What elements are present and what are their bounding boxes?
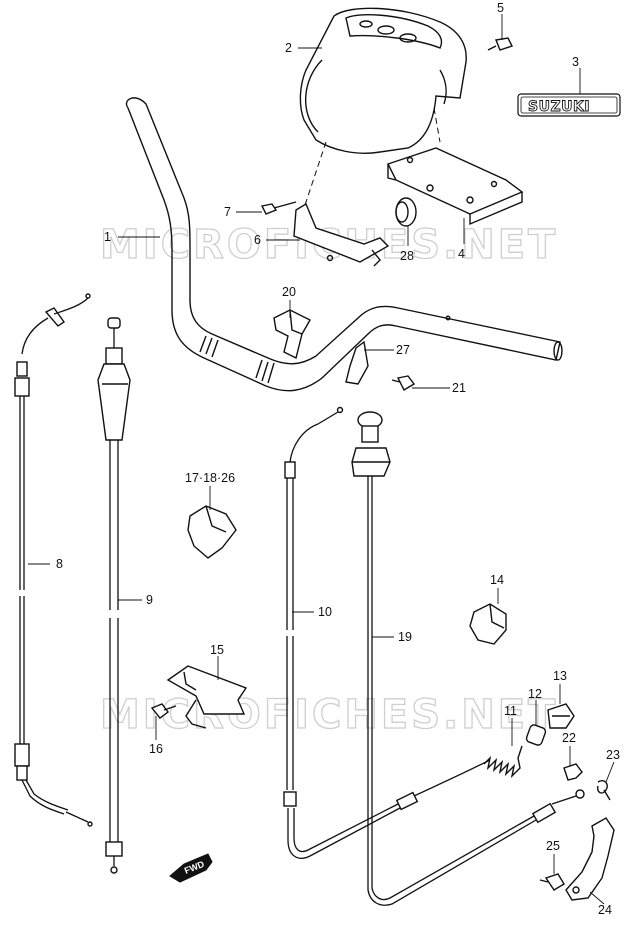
callout-3: 3: [572, 55, 579, 69]
clip-23: [596, 780, 611, 801]
callout-28: 28: [400, 249, 414, 263]
bracket-15: [166, 665, 248, 729]
throttle-cable-8: [14, 293, 93, 827]
watermark-bottom: MICROFICHES.NET: [100, 692, 558, 738]
sleeve-12: [525, 724, 547, 746]
lower-bracket: [293, 202, 390, 267]
choke-cable-19: [351, 411, 585, 906]
callout-16: 16: [149, 742, 163, 756]
callout-8: 8: [56, 557, 63, 571]
callout-4: 4: [458, 247, 465, 261]
cable-clamp-20: [273, 309, 311, 360]
assembly-line-2: [433, 107, 441, 143]
suzuki-decal-text: SUZUKI: [528, 99, 590, 115]
pin-22: [563, 763, 583, 781]
callout-20: 20: [282, 285, 296, 299]
callout-27: 27: [396, 343, 410, 357]
handlebar-grip-rings: [199, 335, 275, 384]
callout-10: 10: [318, 605, 332, 619]
callout-23: 23: [606, 748, 620, 762]
assembly-line-1: [303, 141, 327, 209]
callout-15: 15: [210, 643, 224, 657]
callout-25: 25: [546, 839, 560, 853]
cable-clamp-14: [469, 603, 507, 645]
handlebar-cover: [299, 7, 467, 154]
callout-21: 21: [452, 381, 466, 395]
callout-6: 6: [254, 233, 261, 247]
callout-22: 22: [562, 731, 576, 745]
spring-11: [483, 745, 523, 779]
callout-9: 9: [146, 593, 153, 607]
cable-clamp-17-18-26: [187, 505, 237, 559]
callout-11: 11: [504, 704, 517, 718]
lever-24: [565, 817, 615, 901]
callout-13: 13: [553, 669, 567, 683]
callout-12: 12: [528, 687, 542, 701]
clutch-cable-10: [283, 406, 491, 859]
callout-17-18-26: 17·18·26: [185, 471, 235, 485]
callout-19: 19: [398, 630, 412, 644]
suzuki-decal: SUZUKI: [517, 93, 621, 117]
callout-labels: 1 2 3 4 5 6 7 8 9 10 11 12 13 14 15 16 1…: [56, 1, 620, 917]
callout-1: 1: [104, 230, 111, 244]
screw-16: [150, 703, 177, 719]
leader-lines: [28, 14, 615, 905]
forward-arrow: FWD: [169, 853, 213, 883]
handlebar: [125, 97, 563, 392]
bolt-25: [539, 873, 565, 891]
bracket-screw: [260, 201, 297, 215]
cable-clamp-27: [345, 340, 369, 385]
adjuster-13: [547, 703, 575, 729]
cover-screw: [487, 37, 513, 51]
clamp-bolt: [391, 375, 416, 391]
cover-bracket: [387, 147, 524, 226]
throttle-cable-9: [97, 317, 131, 874]
callout-5: 5: [497, 1, 504, 15]
grommet: [395, 197, 417, 227]
callout-7: 7: [224, 205, 231, 219]
callout-14: 14: [490, 573, 504, 587]
callout-2: 2: [285, 41, 292, 55]
callout-24: 24: [598, 903, 612, 917]
